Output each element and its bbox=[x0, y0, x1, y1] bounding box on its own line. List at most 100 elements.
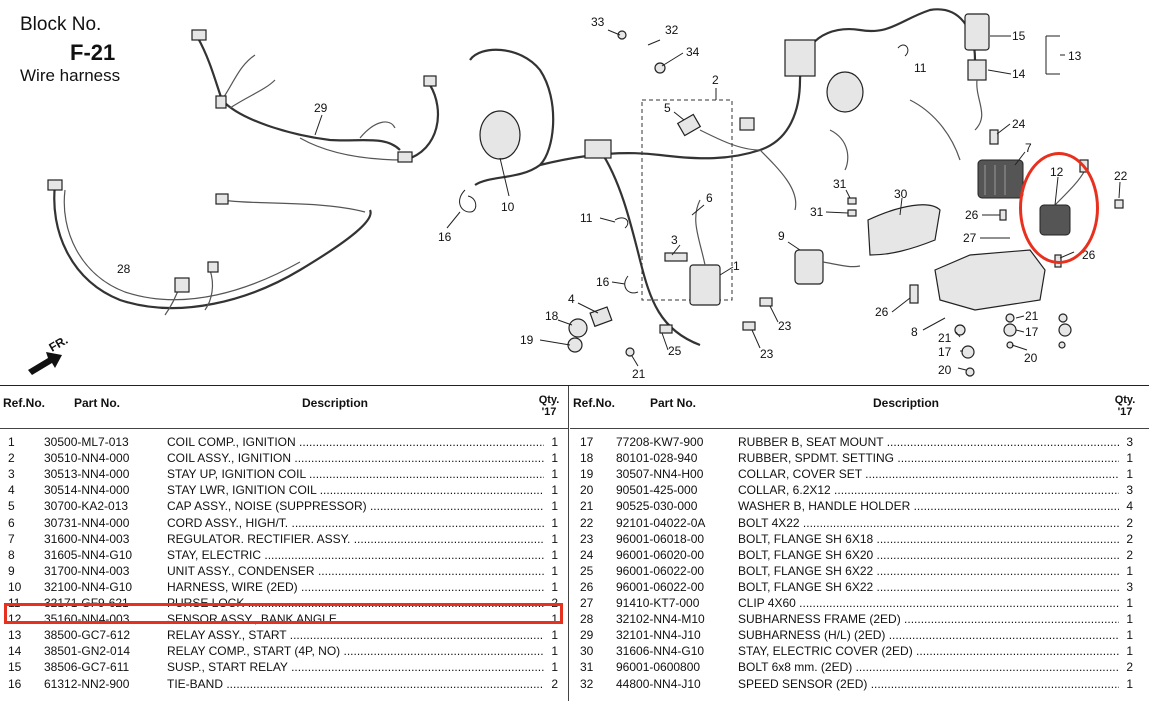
parts-row[interactable]: 7 31600-NN4-003 REGULATOR. RECTIFIER. ASSY… bbox=[0, 530, 568, 547]
header-ref: Ref.No. bbox=[3, 396, 45, 410]
callout-13: 13 bbox=[1068, 49, 1082, 63]
bank-angle-sensor-highlight-ring bbox=[1019, 152, 1099, 264]
parts-row-qty: 4 bbox=[1119, 498, 1133, 515]
callout-20b: 20 bbox=[1024, 351, 1038, 365]
callout-25: 25 bbox=[668, 344, 682, 358]
callout-2: 2 bbox=[712, 73, 719, 87]
parts-row-desc: STAY, ELECTRIC COVER (2ED) bbox=[738, 643, 1119, 659]
parts-row-ref: 20 bbox=[580, 483, 594, 498]
parts-row-qty: 2 bbox=[1119, 514, 1133, 531]
parts-row-ref: 7 bbox=[8, 531, 15, 546]
parts-row-ref: 29 bbox=[580, 628, 594, 643]
callout-11-top: 11 bbox=[914, 61, 927, 75]
part-8-stay-electric bbox=[934, 249, 1046, 311]
callout-26c: 26 bbox=[875, 305, 889, 319]
parts-row-ref: 21 bbox=[580, 499, 594, 514]
parts-row-desc: UNIT ASSY., CONDENSER bbox=[167, 563, 545, 579]
parts-row-ref: 3 bbox=[8, 467, 15, 482]
callout-23a: 23 bbox=[778, 319, 792, 333]
parts-row-qty: 1 bbox=[544, 627, 558, 644]
parts-row-qty: 1 bbox=[544, 450, 558, 467]
parts-row-desc: REGULATOR. RECTIFIER. ASSY. bbox=[167, 531, 545, 547]
parts-row-qty: 1 bbox=[544, 466, 558, 483]
callout-16a: 16 bbox=[438, 230, 452, 244]
parts-row-part: 30700-KA2-013 bbox=[44, 499, 129, 514]
callout-3: 3 bbox=[671, 233, 678, 247]
parts-row-ref: 16 bbox=[8, 676, 22, 691]
part-1-ignition-coil bbox=[676, 113, 755, 306]
parts-row-desc: STAY UP, IGNITION COIL bbox=[167, 466, 545, 482]
parts-row-ref: 28 bbox=[580, 612, 594, 627]
callout-numbers: 33 32 34 2 5 29 11 15 13 14 24 7 12 22 3… bbox=[117, 15, 1128, 381]
parts-row-qty: 2 bbox=[544, 675, 558, 692]
parts-row-ref: 18 bbox=[580, 451, 594, 466]
parts-row-part: 44800-NN4-J10 bbox=[616, 676, 701, 691]
parts-row-part: 31605-NN4-G10 bbox=[44, 547, 133, 562]
callout-20a: 20 bbox=[938, 363, 952, 377]
callout-29: 29 bbox=[314, 101, 328, 115]
parts-row-desc: RUBBER, SPDMT. SETTING bbox=[738, 450, 1119, 466]
parts-row-part: 32102-NN4-M10 bbox=[616, 612, 705, 627]
part-9-condenser bbox=[794, 249, 861, 285]
callout-16b: 16 bbox=[596, 275, 610, 289]
parts-row-qty: 3 bbox=[1119, 578, 1133, 595]
parts-row-desc: BOLT 4X22 bbox=[738, 515, 1119, 531]
parts-row-ref: 15 bbox=[8, 660, 22, 675]
header-part: Part No. bbox=[650, 396, 697, 410]
parts-row-ref: 25 bbox=[580, 563, 594, 578]
parts-row-part: 30513-NN4-000 bbox=[44, 467, 130, 482]
part-10-coil-cylinder bbox=[479, 71, 864, 160]
parts-row-part: 90525-030-000 bbox=[616, 499, 698, 514]
part-10-main-harness bbox=[469, 8, 977, 347]
parts-row-qty: 1 bbox=[544, 578, 558, 595]
block-code: F-21 bbox=[70, 40, 116, 65]
parts-row-ref: 17 bbox=[580, 435, 594, 449]
parts-row-qty: 1 bbox=[1119, 675, 1133, 692]
parts-row-ref: 5 bbox=[8, 499, 15, 514]
parts-row-part: 31600-NN4-003 bbox=[44, 531, 130, 546]
parts-row[interactable]: 3 30513-NN4-000 STAY UP, IGNITION COIL1 bbox=[0, 466, 568, 483]
parts-row-part: 30507-NN4-H00 bbox=[616, 467, 704, 482]
parts-row-desc: COIL ASSY., IGNITION bbox=[167, 450, 545, 466]
parts-row-part: 38501-GN2-014 bbox=[44, 644, 131, 659]
parts-row-ref: 26 bbox=[580, 579, 594, 594]
parts-row-part: 38506-GC7-611 bbox=[44, 660, 130, 675]
callout-17a: 17 bbox=[938, 345, 952, 359]
parts-row-qty: 1 bbox=[544, 514, 558, 531]
parts-row-desc: TIE-BAND bbox=[167, 676, 545, 692]
parts-row-qty: 1 bbox=[544, 482, 558, 499]
parts-row-ref: 23 bbox=[580, 531, 594, 546]
parts-row-desc: SPEED SENSOR (2ED) bbox=[738, 676, 1119, 692]
parts-row-ref: 13 bbox=[8, 628, 22, 643]
callout-32: 32 bbox=[665, 23, 679, 37]
parts-row-ref: 8 bbox=[8, 547, 15, 562]
